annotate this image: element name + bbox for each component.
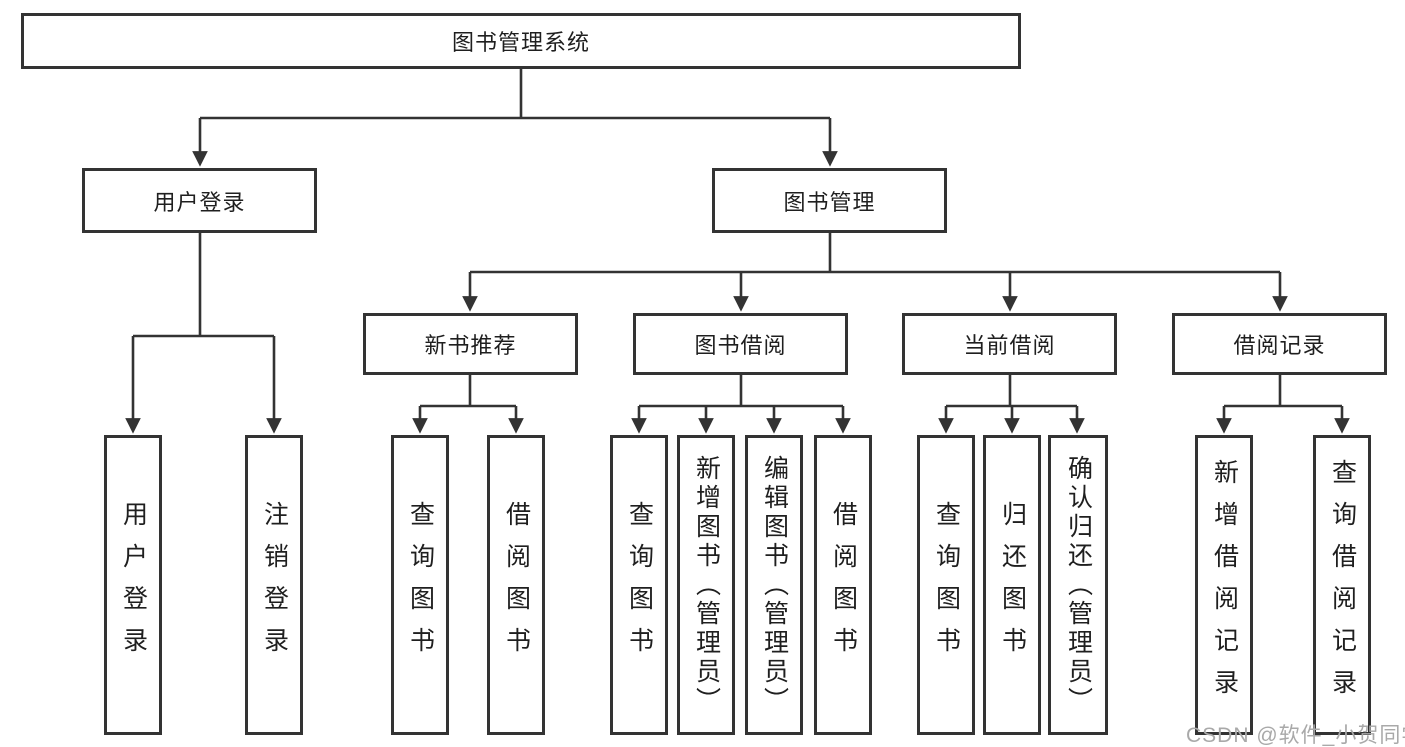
- node-borrow-books-1: 借阅图书: [487, 435, 545, 735]
- node-new-book-recommend: 新书推荐: [363, 313, 578, 375]
- node-user-login: 用户登录: [82, 168, 317, 233]
- node-logout-label: 注销登录: [260, 501, 289, 669]
- node-query-books-3: 查询图书: [917, 435, 975, 735]
- node-current-borrow-label: 当前借阅: [963, 333, 1056, 358]
- node-root-system: 图书管理系统: [21, 13, 1021, 69]
- node-query-books-2: 查询图书: [610, 435, 668, 735]
- watermark: CSDN @软件_小贺同学: [1186, 724, 1405, 747]
- node-book-management-label: 图书管理: [783, 189, 876, 215]
- node-query-books-1-label: 查询图书: [406, 501, 435, 669]
- node-borrow-books-1-label: 借阅图书: [502, 501, 531, 669]
- node-user-login-action-label: 用户登录: [119, 501, 148, 669]
- node-borrow-books-2-label: 借阅图书: [829, 501, 858, 669]
- node-book-borrow: 图书借阅: [633, 313, 848, 375]
- node-root-system-label: 图书管理系统: [451, 30, 590, 55]
- node-borrow-records-label: 借阅记录: [1233, 333, 1326, 358]
- node-query-borrow-record-label: 查询借阅记录: [1328, 459, 1357, 711]
- node-book-management: 图书管理: [712, 168, 947, 233]
- node-confirm-return-admin-label: 确认归还（管理员）: [1064, 454, 1093, 716]
- node-user-login-label: 用户登录: [153, 189, 246, 215]
- node-current-borrow: 当前借阅: [902, 313, 1117, 375]
- node-add-borrow-record-label: 新增借阅记录: [1210, 459, 1239, 711]
- node-confirm-return-admin: 确认归还（管理员）: [1048, 435, 1108, 735]
- node-borrow-records: 借阅记录: [1172, 313, 1387, 375]
- node-return-books-label: 归还图书: [998, 501, 1027, 669]
- node-query-borrow-record: 查询借阅记录: [1313, 435, 1371, 735]
- node-user-login-action: 用户登录: [104, 435, 162, 735]
- node-add-borrow-record: 新增借阅记录: [1195, 435, 1253, 735]
- node-query-books-1: 查询图书: [391, 435, 449, 735]
- node-query-books-2-label: 查询图书: [625, 501, 654, 669]
- node-edit-books-admin: 编辑图书（管理员）: [745, 435, 803, 735]
- node-query-books-3-label: 查询图书: [932, 501, 961, 669]
- node-borrow-books-2: 借阅图书: [814, 435, 872, 735]
- node-book-borrow-label: 图书借阅: [694, 333, 787, 358]
- node-return-books: 归还图书: [983, 435, 1041, 735]
- node-edit-books-admin-label: 编辑图书（管理员）: [760, 454, 789, 716]
- node-add-books-admin: 新增图书（管理员）: [677, 435, 735, 735]
- node-new-book-recommend-label: 新书推荐: [424, 333, 517, 358]
- node-logout: 注销登录: [245, 435, 303, 735]
- node-add-books-admin-label: 新增图书（管理员）: [692, 454, 721, 716]
